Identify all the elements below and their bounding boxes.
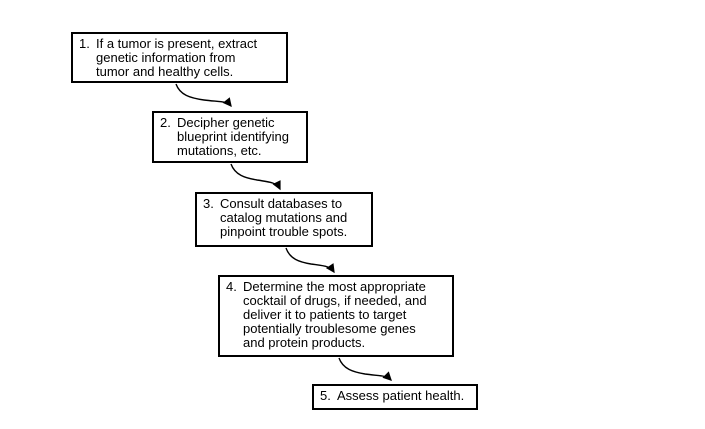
step-3-text: Consult databases to catalog mutations a… [220, 196, 348, 239]
step-2-text: Decipher genetic blueprint identifying m… [177, 115, 290, 158]
step-3-number: 3. [203, 196, 214, 211]
step-1-text: If a tumor is present, extract genetic i… [96, 36, 258, 79]
flow-step-4: 4. Determine the most appropriate cockta… [218, 275, 454, 357]
step-4-number: 4. [226, 279, 237, 294]
connector-step1-step2 [175, 83, 232, 108]
flow-step-2: 2. Decipher genetic blueprint identifyin… [152, 111, 308, 163]
connector-step3-step4 [285, 247, 335, 274]
step-4-text: Determine the most appropriate cocktail … [243, 279, 427, 350]
step-5-text: Assess patient health. [337, 388, 465, 403]
step-5-number: 5. [320, 388, 331, 403]
step-1-number: 1. [79, 36, 90, 51]
connector-step2-step3 [230, 163, 281, 191]
step-2-number: 2. [160, 115, 171, 130]
flow-step-3: 3. Consult databases to catalog mutation… [195, 192, 373, 247]
connector-step4-step5 [338, 357, 392, 381]
flow-step-5: 5. Assess patient health. [312, 384, 478, 410]
flow-step-1: 1. If a tumor is present, extract geneti… [71, 32, 288, 83]
